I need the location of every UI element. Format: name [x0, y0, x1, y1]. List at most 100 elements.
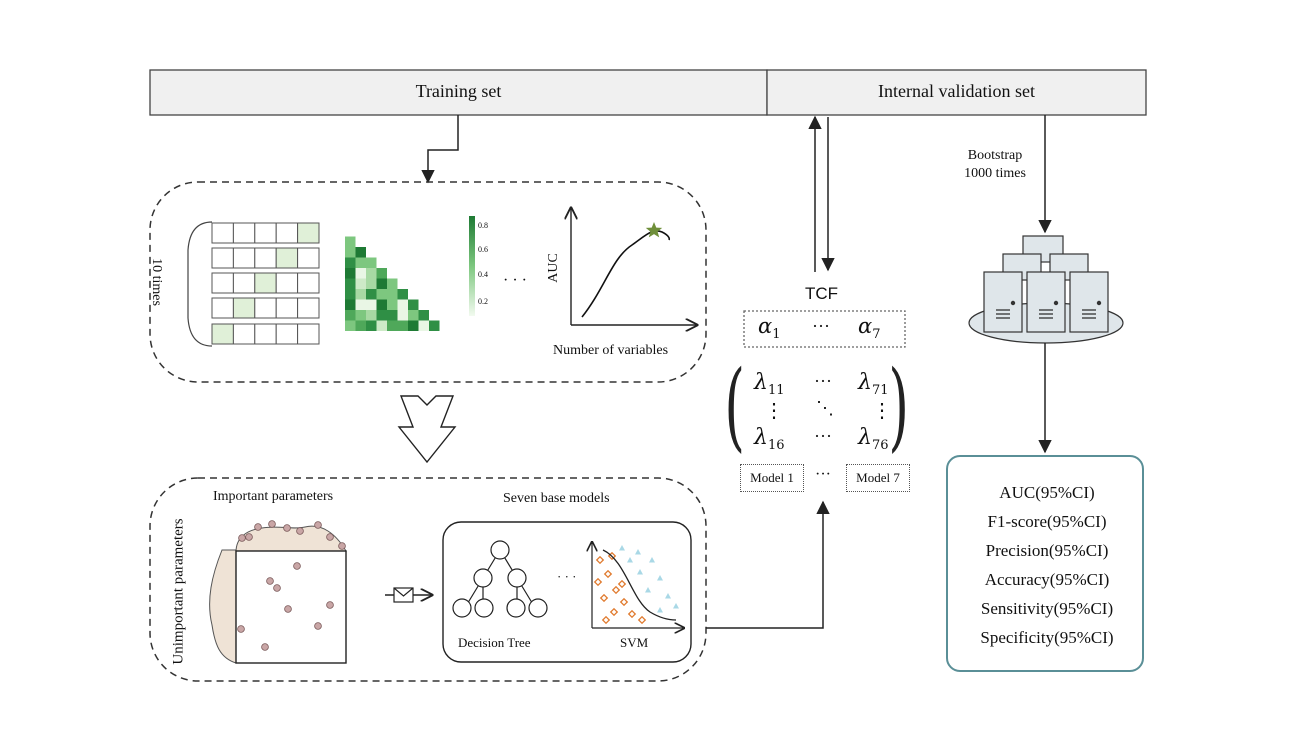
heatmap-cell — [408, 320, 419, 331]
matrix-left-paren: ( — [724, 350, 746, 462]
svm-point-class-b — [645, 587, 651, 593]
unimportant-parameters-label: Unimportant parameters — [170, 518, 187, 665]
heatmap-cell — [345, 299, 356, 310]
parameter-point — [238, 534, 246, 542]
grid-row — [211, 297, 320, 319]
x-axis-label: Number of variables — [553, 343, 669, 358]
matrix-left-vdots: ⋮ — [764, 400, 784, 422]
heatmap-cell — [355, 289, 366, 300]
svm-point-class-a — [593, 577, 603, 587]
heatmap-cell — [345, 310, 356, 321]
svm-point-class-b — [637, 569, 643, 575]
heatmap-tick: 0.2 — [478, 297, 488, 306]
decision-tree-label: Decision Tree — [458, 635, 531, 650]
heatmap-cell — [345, 247, 356, 258]
parameter-point — [326, 601, 334, 609]
parameter-point — [245, 533, 253, 541]
envelope-icon — [393, 587, 414, 603]
svm-point-class-a — [599, 593, 609, 603]
evaluation-metrics-box: AUC(95%CI) F1-score(95%CI) Precision(95%… — [946, 455, 1144, 672]
parameter-point — [314, 521, 322, 529]
auc-axis-label: AUC — [545, 253, 561, 283]
model-ellipsis: ··· — [815, 466, 831, 483]
heatmap-tick: 0.8 — [478, 221, 488, 230]
parameter-points — [237, 520, 346, 651]
heatmap-cell — [345, 226, 356, 237]
heatmap-cell — [387, 289, 398, 300]
parameter-point — [237, 625, 245, 633]
important-parameters-label: Important parameters — [213, 489, 334, 504]
heatmap-cell — [355, 247, 366, 258]
heatmap-cell — [418, 310, 429, 321]
models-ellipsis: · · · — [557, 569, 577, 584]
lambda-71: λ71 — [858, 370, 889, 398]
heatmap-cell — [366, 268, 377, 279]
lambda-16: λ16 — [754, 425, 785, 453]
heatmap-cell — [418, 320, 429, 331]
heatmap-cell — [366, 299, 377, 310]
heatmap-cell — [397, 320, 408, 331]
metric-f1: F1-score(95%CI) — [987, 512, 1107, 531]
svm-point-class-a — [595, 555, 605, 565]
training-set-header — [149, 69, 768, 116]
heatmap-cell — [345, 236, 356, 247]
internal-validation-set-label: Internal validation set — [878, 81, 1035, 101]
heatmap-cell — [387, 320, 398, 331]
matrix-right-paren: ) — [888, 350, 910, 462]
auc-curve-plot — [571, 208, 697, 325]
heatmap-cell — [408, 310, 419, 321]
heatmap-cell — [355, 299, 366, 310]
feature-selection-box — [149, 181, 707, 383]
heatmap-cell — [376, 320, 387, 331]
svm-point-class-b — [627, 557, 633, 563]
heatmap-cell — [345, 320, 356, 331]
matrix-right-vdots: ⋮ — [872, 400, 892, 422]
svm-point-class-b — [673, 603, 679, 609]
heatmap-cell — [345, 268, 356, 279]
heatmap-cell — [366, 278, 377, 289]
metric-sensitivity: Sensitivity(95%CI) — [980, 599, 1114, 618]
unimportant-region — [209, 549, 237, 664]
parameter-point — [268, 520, 276, 528]
grid-row — [211, 272, 320, 294]
bootstrap-label: Bootstrap — [967, 148, 1023, 163]
heatmap-cell — [355, 257, 366, 268]
base-models-box — [442, 521, 692, 663]
parameter-point — [283, 524, 291, 532]
parameter-point — [314, 622, 322, 630]
training-set-label: Training set — [415, 81, 502, 101]
heatmap-tick: 0.6 — [478, 245, 488, 254]
heatmap-cell — [429, 320, 440, 331]
arrow-training-to-selection — [421, 115, 459, 184]
svm-point-class-b — [649, 557, 655, 563]
parameter-point — [261, 643, 269, 651]
heatmap-cell — [387, 268, 398, 279]
svm-point-class-b — [657, 607, 663, 613]
alpha-ellipsis: ··· — [812, 316, 830, 336]
heatmap-tick: 0.4 — [478, 270, 488, 279]
modeling-box — [149, 477, 707, 682]
heatmap-cell — [376, 278, 387, 289]
heatmap-cell — [376, 268, 387, 279]
tcf-title: TCF — [805, 284, 839, 303]
svm-point-class-a — [627, 609, 637, 619]
parameter-point — [266, 577, 274, 585]
heatmap-cell — [408, 299, 419, 310]
heatmap-cell — [376, 257, 387, 268]
heatmap-cell — [355, 310, 366, 321]
heatmap-cell — [355, 268, 366, 279]
heatmap-cell — [397, 289, 408, 300]
cross-validation-grid — [211, 222, 320, 345]
model-7-box: Model 7 — [846, 464, 910, 492]
parameter-point — [273, 584, 281, 592]
svm-point-class-a — [617, 579, 627, 589]
heatmap-cell — [366, 289, 377, 300]
heatmap-cell — [397, 278, 408, 289]
heatmap-cell — [429, 310, 440, 321]
alpha-weights-box — [743, 310, 906, 348]
heatmap-color-bar — [469, 216, 475, 316]
heatmap-cell — [355, 320, 366, 331]
heatmap-cell — [355, 278, 366, 289]
heatmap-cell — [376, 310, 387, 321]
